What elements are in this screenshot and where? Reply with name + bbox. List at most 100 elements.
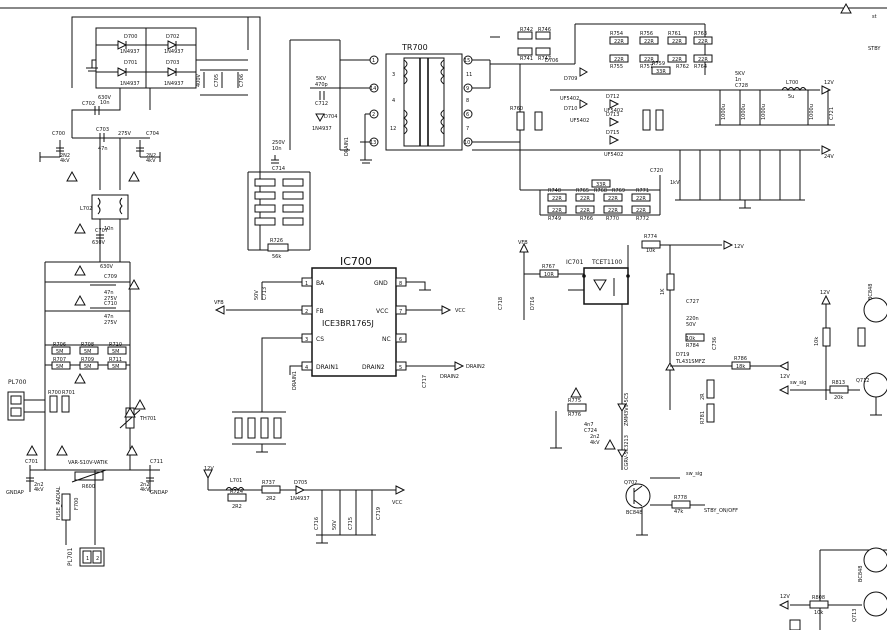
svg-text:R706: R706: [53, 342, 66, 348]
svg-text:22R: 22R: [636, 208, 646, 214]
vcc-bottom: VCC: [392, 500, 403, 506]
svg-text:22R: 22R: [698, 39, 708, 45]
svg-text:C705: C705: [214, 74, 220, 87]
svg-text:R746: R746: [538, 27, 551, 33]
svg-text:R755: R755: [610, 64, 623, 70]
svg-text:ZMM3V9-5C5: ZMM3V9-5C5: [624, 393, 630, 427]
svg-text:UF5402: UF5402: [560, 96, 579, 102]
svg-text:1K: 1K: [660, 288, 666, 295]
svg-text:R771: R771: [636, 188, 649, 194]
svg-text:4kV: 4kV: [60, 158, 70, 164]
svg-text:8: 8: [399, 281, 402, 287]
svg-text:630V: 630V: [98, 95, 112, 101]
svg-text:R784: R784: [686, 343, 699, 349]
svg-text:22R: 22R: [644, 39, 654, 45]
svg-text:R759: R759: [652, 61, 665, 67]
svg-text:FB: FB: [316, 308, 324, 315]
svg-text:1000u: 1000u: [721, 104, 727, 120]
svg-text:C716: C716: [314, 517, 320, 530]
svg-text:R710: R710: [109, 342, 122, 348]
svg-text:13: 13: [370, 140, 376, 146]
svg-text:C736: C736: [712, 337, 718, 350]
svg-text:250V: 250V: [272, 140, 286, 146]
svg-text:6: 6: [466, 112, 469, 118]
svg-text:2n2: 2n2: [140, 482, 150, 488]
svg-text:220n: 220n: [686, 316, 699, 322]
startup-resistor-grid: [254, 178, 304, 226]
svg-text:10: 10: [464, 140, 470, 146]
svg-text:R775: R775: [568, 398, 581, 404]
svg-text:47n: 47n: [98, 146, 108, 152]
svg-text:DRAIN2: DRAIN2: [440, 374, 459, 380]
svg-text:10n: 10n: [100, 100, 110, 106]
svg-text:F700: F700: [74, 498, 80, 510]
stby-signal: STBY_ON/OFF: [704, 508, 738, 514]
resistor-ladder-mid: 33R R768 R748 R765 R769 R771 R749 R766 R…: [520, 175, 661, 222]
svg-text:R765: R765: [576, 188, 589, 194]
gndap-right: GNDAP: [150, 490, 168, 496]
svg-text:4kV: 4kV: [146, 158, 156, 164]
varistor-label: VAR-S10V-VATIK: [68, 460, 108, 466]
svg-text:11: 11: [466, 72, 472, 78]
svg-text:R762: R762: [676, 64, 689, 70]
svg-text:R707: R707: [53, 357, 66, 363]
svg-text:1N4937: 1N4937: [290, 496, 310, 502]
tr700-transformer: TR700 1 3 14 4 2 12 13 15 11 9 8 6 7 10: [310, 43, 520, 164]
svg-text:22R: 22R: [614, 57, 624, 63]
svg-text:50V: 50V: [254, 290, 260, 300]
svg-text:4kV: 4kV: [590, 440, 600, 446]
svg-text:R763: R763: [694, 31, 707, 37]
svg-text:10n: 10n: [272, 146, 282, 152]
svg-text:D706: D706: [545, 58, 558, 64]
svg-text:R737: R737: [262, 480, 275, 486]
svg-text:DRAIN2: DRAIN2: [362, 364, 385, 371]
tr700-label: TR700: [401, 43, 428, 52]
svg-text:C717: C717: [422, 375, 428, 388]
svg-text:5M: 5M: [56, 364, 64, 370]
svg-text:D704: D704: [324, 114, 337, 120]
svg-text:C720: C720: [650, 168, 663, 174]
ic700-part: ICE3BR1765J: [322, 319, 374, 328]
svg-text:GND: GND: [374, 280, 388, 287]
svg-text:TL431SMFZ: TL431SMFZ: [675, 359, 706, 365]
drain2-right: DRAIN2: [466, 364, 485, 370]
net-24v: 24V: [824, 154, 834, 160]
svg-text:3: 3: [392, 72, 395, 78]
svg-text:6: 6: [399, 337, 402, 343]
l-choke-label: L702: [80, 206, 92, 212]
svg-text:7: 7: [466, 126, 469, 132]
svg-text:12V: 12V: [204, 466, 214, 472]
svg-text:CGRV-SC3213: CGRV-SC3213: [624, 435, 630, 470]
svg-text:R757: R757: [640, 64, 653, 70]
top-right-tag: st: [872, 14, 877, 20]
svg-text:50V: 50V: [686, 322, 696, 328]
svg-text:R749: R749: [548, 216, 561, 222]
svg-text:C721: C721: [829, 107, 835, 120]
ic700-ref: IC700: [340, 255, 372, 268]
svg-text:R776: R776: [568, 412, 581, 418]
svg-text:Q712: Q712: [856, 378, 869, 384]
svg-text:C701: C701: [25, 459, 38, 465]
svg-text:C712: C712: [315, 101, 328, 107]
net-12v-fb: 12V: [734, 244, 744, 250]
svg-text:Q713: Q713: [852, 609, 858, 622]
svg-text:R754: R754: [610, 31, 623, 37]
svg-text:C700: C700: [52, 131, 65, 137]
svg-text:47n: 47n: [104, 290, 114, 296]
svg-text:2R2: 2R2: [232, 504, 242, 510]
svg-text:C707: C707: [95, 228, 108, 234]
right-edge-transistors: st STBY 12V 10k BC848 Q712 sw_sig R813 2…: [778, 2, 887, 630]
svg-text:22R: 22R: [636, 196, 646, 202]
svg-text:1N4937: 1N4937: [164, 49, 184, 55]
svg-text:R813: R813: [832, 380, 845, 386]
svg-text:10k: 10k: [686, 336, 695, 342]
svg-text:BC848: BC848: [626, 510, 642, 516]
svg-text:47n: 47n: [104, 314, 114, 320]
svg-text:5KV: 5KV: [735, 71, 745, 77]
output-caps-12v: 1000u 1000u 1000u 1000u C721: [715, 90, 835, 126]
svg-text:C724: C724: [584, 428, 597, 434]
svg-text:R786: R786: [734, 356, 747, 362]
vfb-left: VFB: [214, 300, 224, 306]
